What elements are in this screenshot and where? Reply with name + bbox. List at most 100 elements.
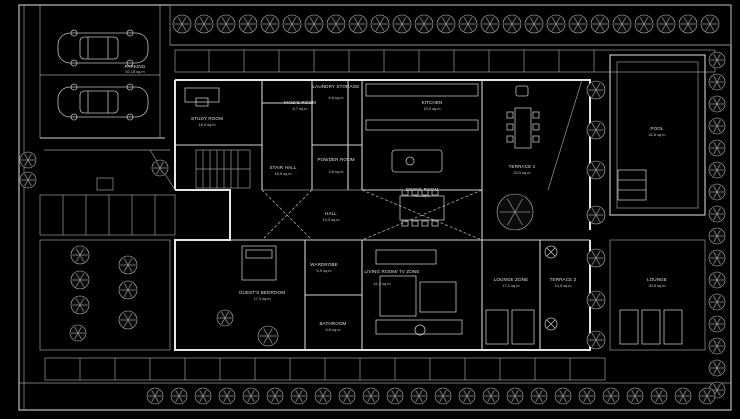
shrub-leaf xyxy=(559,395,564,403)
shrub-leaf xyxy=(533,23,539,31)
shrub-leaf xyxy=(151,395,156,403)
staircase xyxy=(195,149,251,189)
shrub-leaf xyxy=(250,395,255,403)
shrub-leaf xyxy=(713,147,718,155)
shrub-leaf xyxy=(607,395,612,403)
shrub-leaf xyxy=(27,153,32,161)
shrub-leaf xyxy=(295,395,300,403)
room-area-bathroom: 6,6 sq.m xyxy=(326,327,341,332)
shrub-leaf xyxy=(713,125,718,133)
shrub-leaf xyxy=(27,173,32,181)
room-area-kitchen: 15,0 sq.m xyxy=(423,106,440,111)
shrub-leaf xyxy=(203,23,209,31)
shrub-leaf xyxy=(75,279,81,287)
shrub-leaf xyxy=(595,257,601,265)
north-garden-strip xyxy=(169,4,732,46)
shrub-leaf xyxy=(367,395,372,403)
room-area-powder: 3,8 sq.m xyxy=(329,169,344,174)
shrub-leaf xyxy=(562,395,567,403)
shrub-leaf xyxy=(716,323,721,331)
shrub-leaf xyxy=(533,17,539,25)
room-area-stairhall: 18,5 sq.m xyxy=(274,171,291,176)
north-paving-grid xyxy=(174,49,716,73)
room-area-study: 18,4 sq.m xyxy=(198,122,215,127)
shrub-leaf xyxy=(181,23,187,31)
shrub-leaf xyxy=(658,389,663,397)
shrub-leaf xyxy=(24,179,29,187)
shrub-leaf xyxy=(274,395,279,403)
room-area-loungezone: 17,1 sq.m xyxy=(502,283,519,288)
shrub-leaf xyxy=(595,251,601,259)
shrub-leaf xyxy=(682,395,687,403)
shrub-leaf xyxy=(511,23,517,31)
shrub-leaf xyxy=(555,17,561,25)
shrub-leaf xyxy=(490,389,495,397)
south-paving-strip xyxy=(44,357,606,381)
shrub-leaf xyxy=(514,389,519,397)
shrub-leaf xyxy=(639,17,645,25)
shrub-leaf xyxy=(682,389,687,397)
shrub-leaf xyxy=(713,229,718,237)
shrub-leaf xyxy=(151,389,156,397)
shrub-leaf xyxy=(74,332,79,340)
terrace2-items xyxy=(544,245,558,331)
shrub-leaf xyxy=(655,395,660,403)
shrub-leaf xyxy=(467,23,473,31)
shrub-leaf xyxy=(607,389,612,397)
shrub-leaf xyxy=(507,23,513,31)
shrub-leaf xyxy=(489,23,495,31)
shrub-leaf xyxy=(591,214,597,222)
shrub-icons xyxy=(19,14,726,405)
shrub-leaf xyxy=(154,395,159,403)
shrub-leaf xyxy=(127,313,133,321)
shrub-leaf xyxy=(298,395,303,403)
lounge-chairs xyxy=(485,309,535,345)
shrub-leaf xyxy=(75,298,81,306)
shrub-leaf xyxy=(716,185,721,193)
shrub-leaf xyxy=(703,395,708,403)
shrub-leaf xyxy=(445,23,451,31)
shrub-leaf xyxy=(79,279,85,287)
shrub-leaf xyxy=(357,23,363,31)
shrub-leaf xyxy=(123,319,129,327)
shrub-leaf xyxy=(269,17,275,25)
shrub-leaf xyxy=(591,339,597,347)
shrub-leaf xyxy=(401,17,407,25)
shrub-leaf xyxy=(265,17,271,25)
shrub-leaf xyxy=(713,163,718,171)
shrub-leaf xyxy=(713,383,718,391)
shrub-leaf xyxy=(309,17,315,25)
shrub-leaf xyxy=(123,313,129,321)
shrub-leaf xyxy=(442,389,447,397)
shrub-leaf xyxy=(154,389,159,397)
shrub-leaf xyxy=(489,17,495,25)
shrub-leaf xyxy=(679,389,684,397)
shrub-leaf xyxy=(313,23,319,31)
shrub-leaf xyxy=(123,264,129,272)
shrub-leaf xyxy=(562,389,567,397)
shrub-leaf xyxy=(401,23,407,31)
shrub-leaf xyxy=(346,389,351,397)
shrub-leaf xyxy=(716,59,721,67)
shrub-leaf xyxy=(225,23,231,31)
shrub-leaf xyxy=(713,279,718,287)
shrub-leaf xyxy=(442,395,447,403)
shrub-leaf xyxy=(713,295,718,303)
shrub-leaf xyxy=(75,304,81,312)
room-label-terrace1: TERRACE 1 xyxy=(509,164,536,169)
shrub-leaf xyxy=(75,273,81,281)
room-label-lounge: LOUNGE xyxy=(647,277,667,282)
shrub-leaf xyxy=(716,383,721,391)
shrub-leaf xyxy=(271,395,276,403)
kitchen-fixtures xyxy=(365,83,479,173)
shrub-leaf xyxy=(221,317,226,325)
shrub-leaf xyxy=(199,23,205,31)
shrub-leaf xyxy=(319,389,324,397)
room-label-wardrobe: WARDROBE xyxy=(310,262,338,267)
shrub-leaf xyxy=(27,159,32,167)
shrub-leaf xyxy=(463,23,469,31)
shrub-leaf xyxy=(127,264,133,272)
shrub-leaf xyxy=(716,75,721,83)
shrub-leaf xyxy=(322,389,327,397)
shrub-leaf xyxy=(123,283,129,291)
